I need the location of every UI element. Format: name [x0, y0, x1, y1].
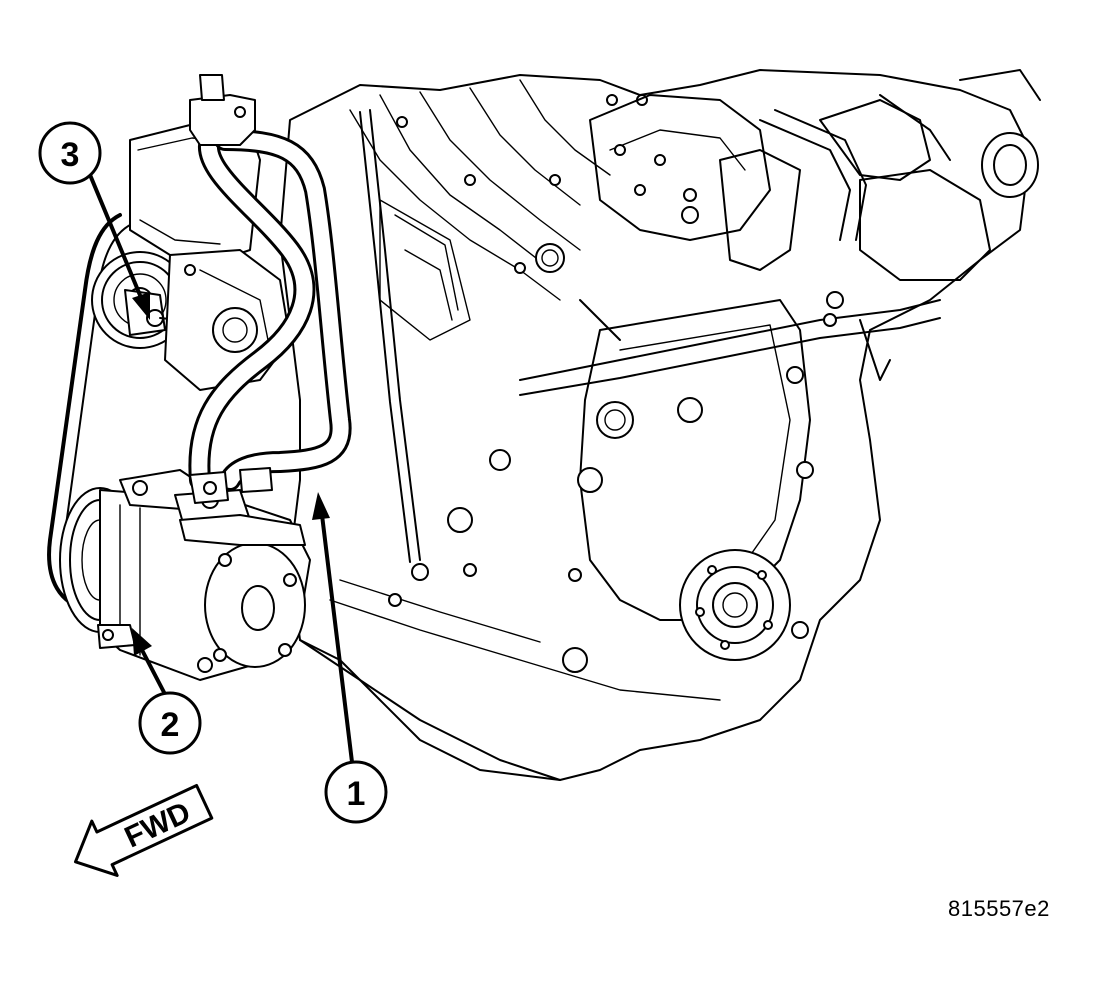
forward-direction-arrow: FWD	[73, 783, 214, 877]
callout-3: 3	[38, 121, 102, 185]
figure-id-label: 815557e2	[948, 896, 1050, 921]
callout-3-label: 3	[61, 136, 80, 174]
power-steering-pump	[91, 124, 291, 391]
callout-1: 1	[324, 760, 388, 824]
callout-1-label: 1	[347, 775, 366, 813]
engine-block	[279, 69, 1041, 781]
ac-compressor	[59, 469, 311, 681]
callout-2: 2	[138, 691, 202, 755]
power-steering-hose	[188, 74, 352, 504]
callout-leaders	[86, 168, 354, 764]
callout-2-label: 2	[161, 706, 180, 744]
